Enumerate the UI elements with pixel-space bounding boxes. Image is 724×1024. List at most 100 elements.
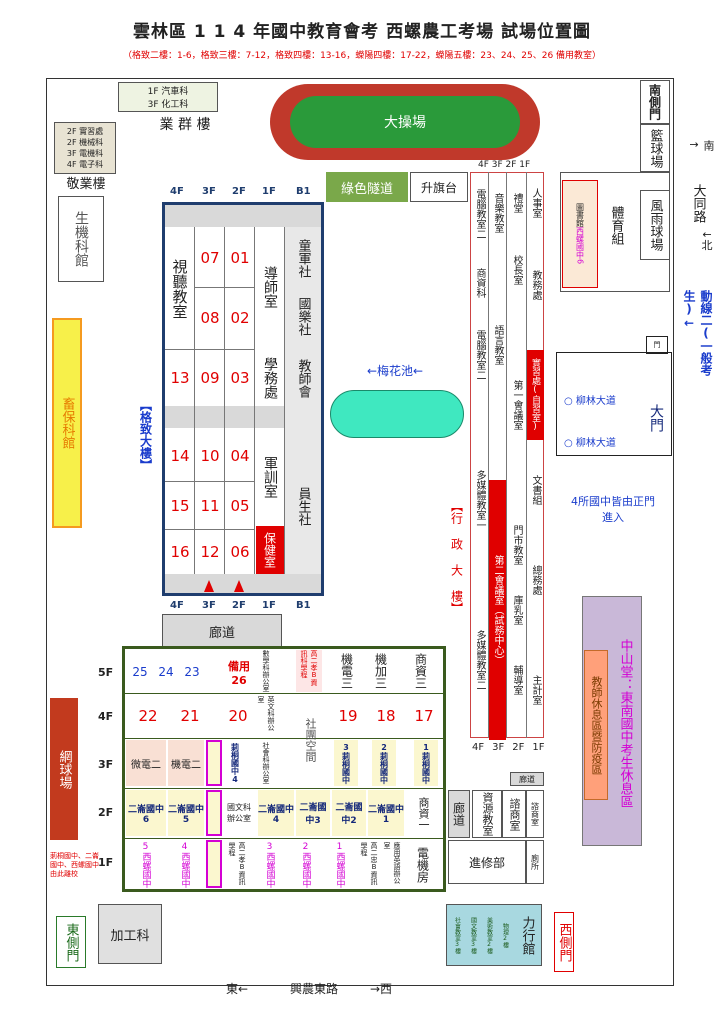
- green-tunnel: 綠色隧道: [326, 172, 408, 202]
- room-divider: [165, 529, 255, 530]
- exam-room-xiluo: 2西螺國中: [300, 842, 311, 888]
- west-direction: →西: [370, 982, 393, 996]
- admin-room: 校長室: [511, 255, 522, 285]
- exam-room-cituong: 1莿桐國中: [414, 740, 438, 786]
- liulin-road-2: ○ 柳林大道: [564, 438, 616, 449]
- floor-label: 3F: [492, 742, 505, 753]
- jingye-name: 敬業樓: [66, 176, 106, 192]
- industry-building-name: 業 群 樓: [159, 117, 211, 133]
- east-gate: 東側門: [56, 916, 86, 968]
- gezhi-grid: [194, 227, 195, 574]
- admin-room: 商資科: [474, 268, 485, 298]
- lixing-item: 國文教室3樓: [469, 916, 477, 954]
- gezhi-floor-label: 1F: [262, 186, 276, 197]
- jingye-line: 2F 機械科: [66, 138, 104, 147]
- gezhi-grid: [254, 227, 255, 574]
- tutor-room: 導師室: [262, 266, 278, 308]
- corridor-2: 廊道: [510, 772, 544, 786]
- exam-room: 08: [200, 309, 220, 327]
- floor-label: 4F: [472, 742, 485, 753]
- library-exam: 西螺國中6: [575, 227, 585, 265]
- class-room: 商資三: [413, 653, 428, 689]
- jingye-line: 4F 電子科: [66, 160, 104, 169]
- class-room: 機加三: [373, 653, 388, 689]
- jingye-line: 3F 電機科: [66, 149, 104, 158]
- admin-practice-highlight: 實習處(自習室): [527, 350, 544, 440]
- exam-room-cituong: 莿桐國中4: [230, 742, 240, 784]
- admin-bottom-floors: 4F 3F 2F 1F: [472, 742, 552, 770]
- exam-room: 18: [376, 707, 396, 725]
- exam-room: 21: [180, 707, 200, 725]
- admin-room: 音樂教室: [492, 193, 503, 233]
- main-gate: 大門: [648, 404, 664, 432]
- room-divider: [165, 481, 255, 482]
- stair-highlight: [206, 840, 222, 888]
- exam-room-erlun: 二崙國中3: [296, 790, 330, 836]
- rongyang-floor-label: 3F: [98, 758, 114, 771]
- gate-area: [556, 352, 672, 456]
- admin-floor-labels: 4F 3F 2F 1F: [478, 160, 531, 170]
- junior-exit-note: 莿桐國中、二崙國中、西螺國中由此離校: [50, 852, 99, 878]
- office: 高二忠B資訊學程: [360, 842, 378, 885]
- exam-room-erlun: 二崙國中6: [126, 790, 166, 836]
- office: 國文科辦公室: [227, 803, 251, 823]
- exam-room-cituong: 2莿桐國中: [372, 740, 396, 786]
- standby-room: 24: [158, 665, 174, 679]
- exam-room: 22: [138, 707, 158, 725]
- xuqin-building: 畜保科館: [52, 318, 82, 528]
- shengji-building: 生機科館: [58, 196, 104, 282]
- south-label: 南↑: [687, 140, 715, 151]
- office: 高二孝B資訊學程: [228, 842, 246, 885]
- rongyang-floor-label: 1F: [98, 856, 114, 869]
- playground-field: 大操場: [290, 96, 520, 148]
- exam-room: 02: [230, 309, 250, 327]
- west-gate: 西側門: [554, 912, 574, 972]
- admin-room: 主計室: [530, 675, 541, 705]
- lixing-item: 美術教室2樓: [485, 916, 493, 954]
- floor-label: 2F: [512, 742, 525, 753]
- exam-room: 09: [200, 369, 220, 387]
- exam-room: 01: [230, 249, 250, 267]
- stair-highlight: [206, 740, 222, 786]
- stair-arrow-icon: [234, 580, 244, 592]
- exam-room: 14: [170, 447, 190, 465]
- music-club: 國樂社: [295, 296, 311, 336]
- exam-room: 15: [170, 497, 190, 515]
- zhongshan-label: 中山堂：東南國中考生休息區: [617, 638, 633, 808]
- teacher-club: 教師會: [295, 358, 311, 398]
- exam-room-xiluo: 5西螺國中: [140, 842, 151, 888]
- gezhi-floor-label: 3F: [202, 186, 216, 197]
- gezhi-floor-label-bottom: 1F: [262, 600, 276, 611]
- class-room: 機電二: [168, 740, 204, 786]
- lixing-item: 物理2樓: [501, 922, 509, 948]
- industry-floor1: 1F 汽車科: [147, 87, 189, 97]
- gezhi-name: 【格致大樓】: [138, 399, 153, 471]
- exam-room: 10: [200, 447, 220, 465]
- admin-room: 多媒體教室二: [474, 630, 485, 690]
- exam-room: 07: [200, 249, 220, 267]
- corridor: 廊道: [162, 614, 282, 648]
- admin-col-line: [506, 172, 507, 738]
- lixing-item: 社會教室3樓: [453, 916, 461, 954]
- tennis-court: 網球場: [50, 698, 78, 840]
- room-divider: [195, 287, 255, 288]
- exam-room: 20: [228, 707, 248, 725]
- floor-divider: [125, 788, 443, 789]
- counseling-room: 諮商室: [502, 790, 526, 838]
- industry-floor3: 3F 化工科: [147, 100, 189, 110]
- exam-room: 12: [200, 543, 220, 561]
- floor-divider: [125, 693, 443, 694]
- exam-room-cituong: 3莿桐國中: [334, 740, 358, 786]
- jingye-building: 2F 實習處 2F 機械科 3F 電機科 4F 電子科: [54, 122, 116, 174]
- gezhi-floor-label-bottom: B1: [296, 600, 311, 611]
- exam-room: 06: [230, 543, 250, 561]
- sports-group: 體育組: [608, 205, 624, 245]
- exam-room-erlun: 二崙國中2: [332, 790, 366, 836]
- exam-room-erlun: 二崙國中4: [258, 790, 294, 836]
- admin-room: 人事室: [530, 188, 541, 218]
- admin-building-name: 【行 政 大 樓】: [449, 500, 464, 614]
- class-room: 商資一: [417, 796, 430, 830]
- office: 數學科辦公室: [262, 650, 270, 692]
- jingye-line: 2F 實習處: [66, 127, 104, 136]
- industry-building-labels: 1F 汽車科 3F 化工科: [118, 82, 218, 112]
